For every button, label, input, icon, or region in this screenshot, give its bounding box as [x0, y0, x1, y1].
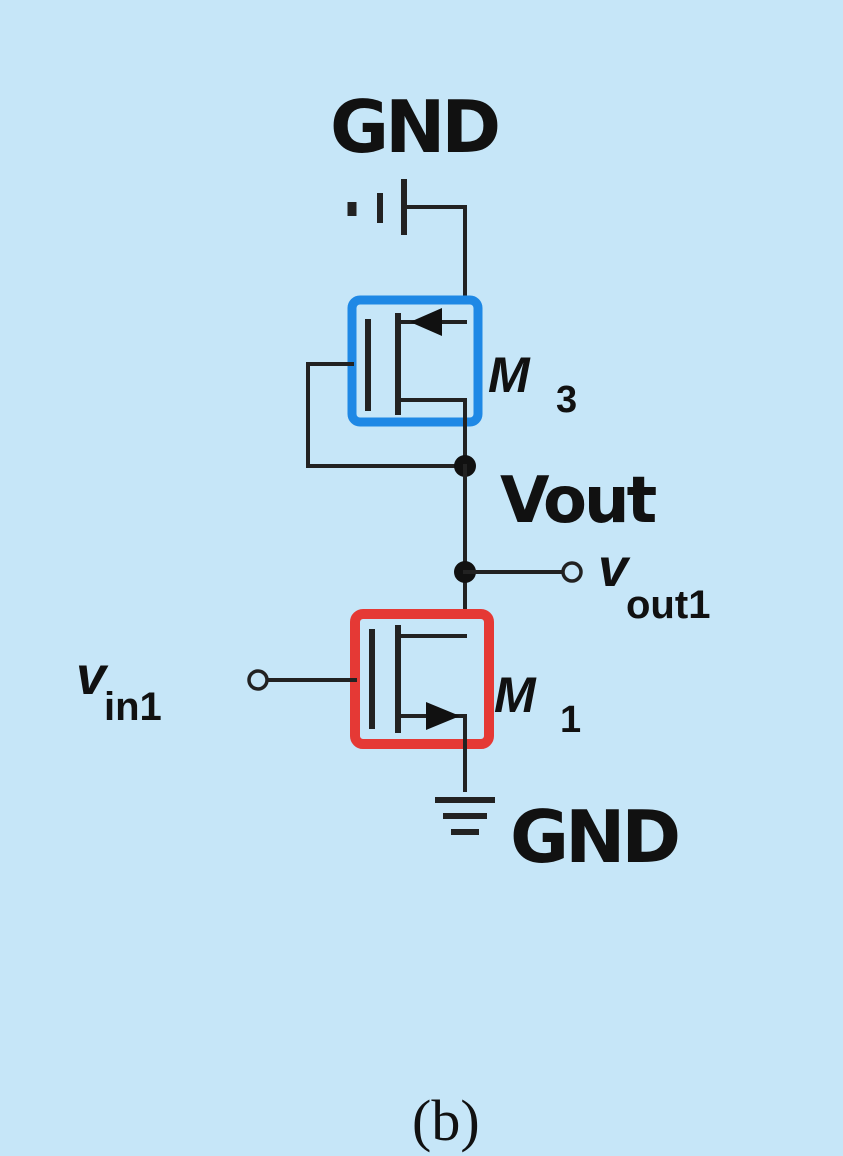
m3-label: M	[488, 347, 531, 403]
vout1-label: v	[598, 538, 631, 598]
gnd-bottom-label: GND	[510, 795, 677, 879]
ground-icon	[435, 797, 495, 835]
top-supply-icon	[347, 179, 467, 302]
m1-highlight-box	[350, 609, 494, 749]
m3-subscript: 3	[556, 379, 577, 421]
m1-label: M	[494, 667, 537, 723]
m1-transistor	[266, 609, 494, 792]
vout-node-label: Vout	[500, 464, 657, 538]
m3-highlight-box	[347, 295, 483, 427]
vin1-subscript: in1	[104, 685, 162, 729]
m1-subscript: 1	[560, 699, 581, 741]
m3-arrow-icon	[410, 308, 442, 336]
m1-arrow-icon	[426, 702, 460, 730]
gnd-top-label: GND	[330, 85, 497, 169]
vin1-label: v	[76, 646, 109, 706]
vout1-terminal-icon	[561, 561, 583, 583]
figure-caption: (b)	[412, 1088, 480, 1153]
vout1-subscript: out1	[626, 583, 710, 627]
m3-transistor	[306, 295, 483, 468]
vin1-terminal-icon	[247, 669, 269, 691]
